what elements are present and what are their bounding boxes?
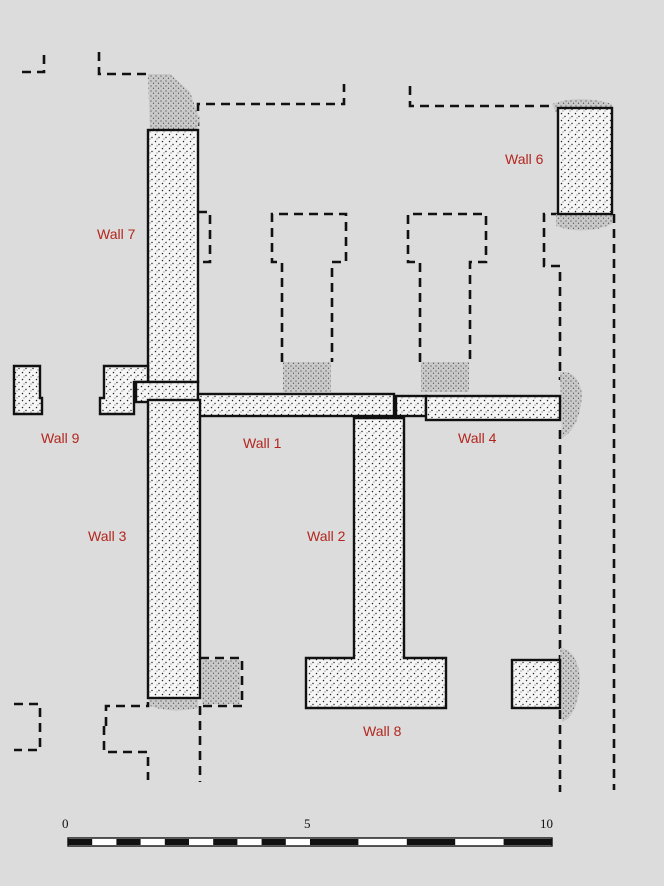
fragment-wall6-bottom xyxy=(556,214,612,231)
fragment-top-left xyxy=(148,74,200,132)
dashed-pier-left xyxy=(270,212,348,362)
dashed-top-left-fragment xyxy=(22,54,46,74)
dashed-top-left-corner xyxy=(97,52,150,76)
wall-labels: Wall 6 Wall 7 Wall 9 Wall 1 Wall 4 Wall … xyxy=(41,151,544,739)
wall-1 xyxy=(196,392,396,418)
wall-lower-right-block xyxy=(510,658,562,710)
label-wall-3: Wall 3 xyxy=(88,528,127,544)
dashed-wall6-side xyxy=(542,212,562,380)
label-wall-7: Wall 7 xyxy=(97,226,136,242)
label-wall-6: Wall 6 xyxy=(505,151,544,167)
fragment-wall4-end xyxy=(560,371,582,438)
dashed-wall7-niche xyxy=(198,210,212,264)
fragment-wall3-foot xyxy=(202,660,240,704)
scale-bar-segment xyxy=(406,839,456,845)
wall-9 xyxy=(12,364,44,416)
scale-bar-segment xyxy=(503,839,552,845)
scale-bar-segment xyxy=(213,839,238,845)
fragment-wall3-base xyxy=(148,696,198,711)
label-wall-8: Wall 8 xyxy=(363,723,402,739)
rubble-fragments xyxy=(148,74,612,722)
label-wall-1: Wall 1 xyxy=(243,435,282,451)
dashed-pier-right xyxy=(406,212,488,362)
scale-bar-segment xyxy=(310,839,359,845)
scale-bar: 0 5 10 xyxy=(62,816,553,847)
wall-7 xyxy=(146,128,200,384)
wall-3 xyxy=(146,398,202,700)
label-wall-2: Wall 2 xyxy=(307,528,346,544)
wall-6 xyxy=(556,106,614,216)
wall-1-wall-4-joint xyxy=(394,394,428,418)
surviving-walls xyxy=(12,106,614,710)
scale-tick-5: 5 xyxy=(304,816,311,831)
reconstructed-outlines xyxy=(14,52,616,792)
scale-tick-0: 0 xyxy=(62,816,69,831)
dashed-bottom-left-bracket xyxy=(102,702,150,780)
wall-4 xyxy=(424,394,562,422)
scale-bar-segment xyxy=(164,839,189,845)
wall-2-and-wall-8 xyxy=(304,416,448,710)
dashed-top-wall-right xyxy=(408,86,560,108)
scale-bar-segment xyxy=(261,839,286,845)
dashed-wall3-foot xyxy=(200,656,244,708)
wall-7-buttress xyxy=(98,364,150,416)
dashed-top-wall-left xyxy=(196,84,346,126)
fragment-pier-right xyxy=(421,362,469,392)
scale-tick-10: 10 xyxy=(540,816,553,831)
fragment-lower-right xyxy=(560,648,580,722)
scale-bar-segment xyxy=(68,839,93,845)
fragment-pier-left xyxy=(283,362,331,392)
scale-bar-segments xyxy=(68,839,552,845)
scale-bar-segment xyxy=(116,839,141,845)
label-wall-4: Wall 4 xyxy=(458,430,497,446)
label-wall-9: Wall 9 xyxy=(41,430,80,446)
dashed-bottom-far-left xyxy=(14,702,42,752)
